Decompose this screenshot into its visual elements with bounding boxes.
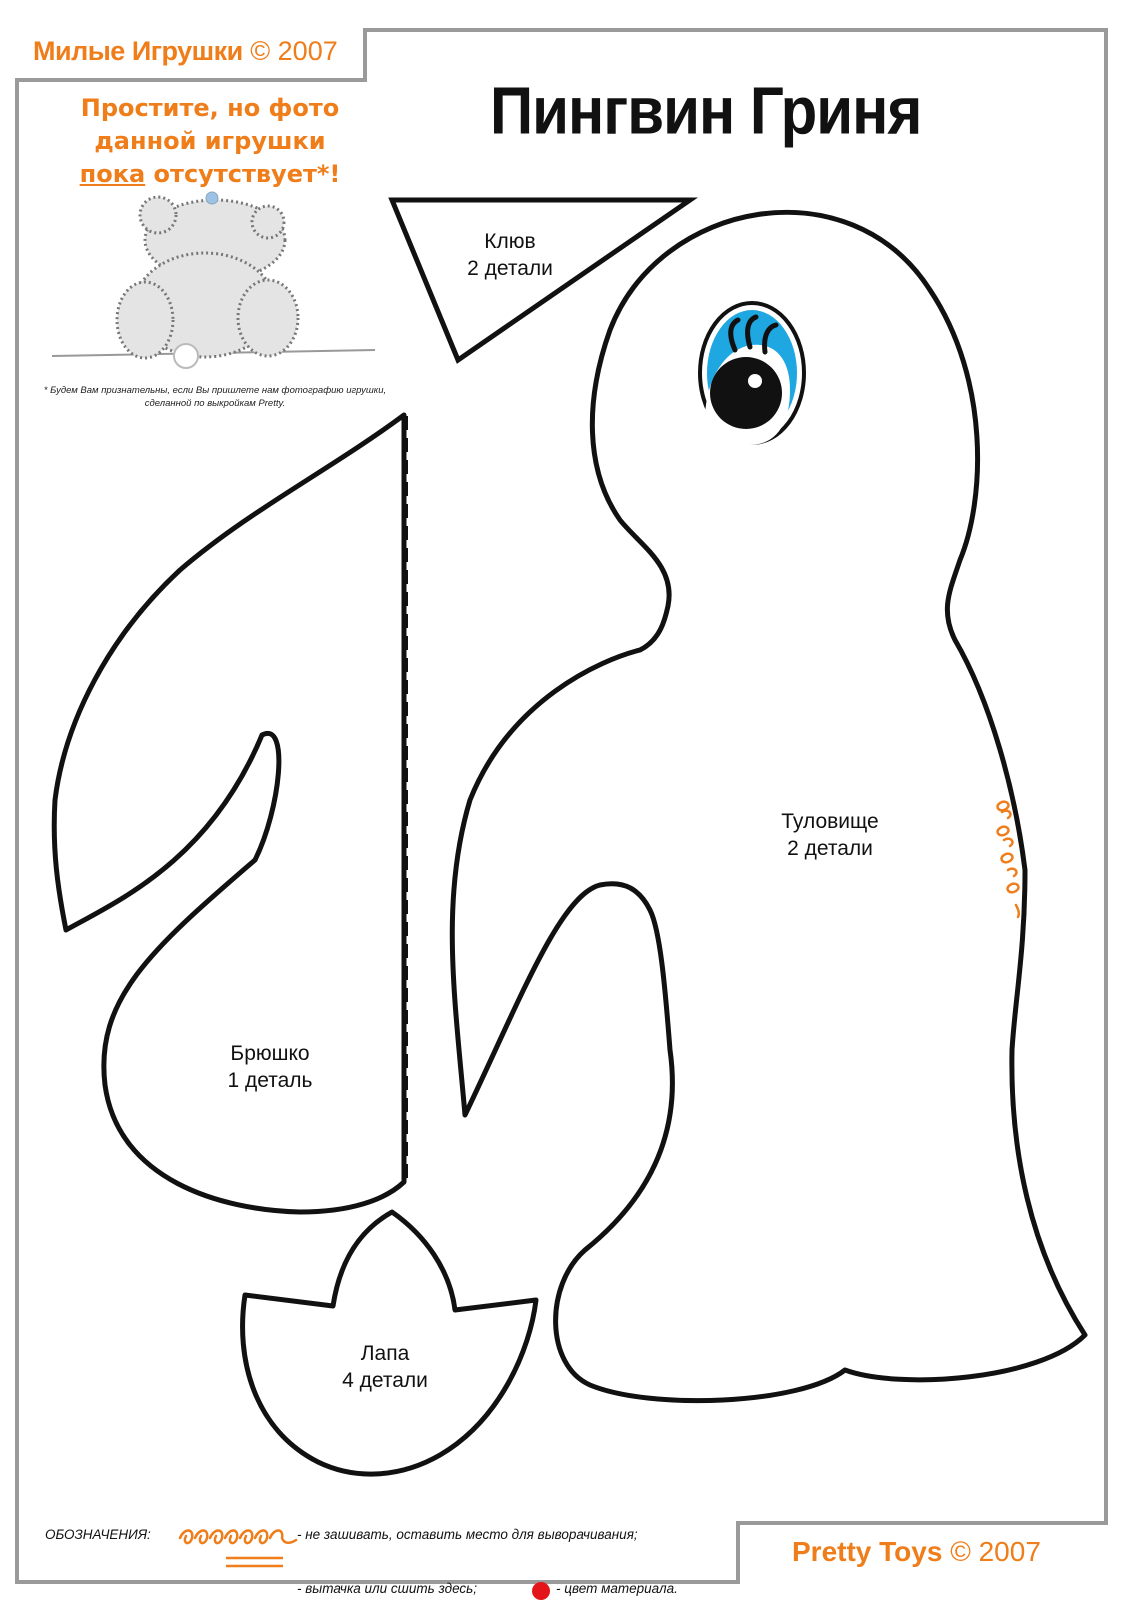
beak-label: Клюв 2 детали xyxy=(440,228,580,282)
brand-name: Милые Игрушки xyxy=(33,36,243,66)
page-frame xyxy=(15,28,1108,1584)
legend-dart: - вытачка или сшить здесь; xyxy=(297,1581,478,1596)
foot-piece-outline xyxy=(240,1209,539,1477)
legend-open-seam: - не зашивать, оставить место для вывора… xyxy=(297,1527,638,1542)
footer-box xyxy=(736,1521,1108,1584)
apology-message: Простите, но фото данной игрушки пока от… xyxy=(60,92,360,191)
beak-name: Клюв xyxy=(484,230,536,253)
open-seam-icon xyxy=(178,1529,298,1545)
apology-underlined-word: пока xyxy=(79,160,146,188)
body-piece-outline xyxy=(449,209,1088,1404)
foot-name: Лапа xyxy=(360,1342,410,1365)
body-label: Туловище 2 детали xyxy=(760,808,900,862)
teddy-bear-illustration xyxy=(51,191,376,369)
beak-piece-outline xyxy=(388,197,699,364)
belly-name: Брюшко xyxy=(230,1042,310,1065)
legend-material-color: - цвет материала. xyxy=(556,1581,678,1596)
body-name: Туловище xyxy=(781,810,879,833)
apology-line-1: Простите, но фото xyxy=(80,94,340,122)
footer-brand-name: Pretty Toys xyxy=(792,1536,943,1567)
footnote-line-2: сделанной по выкройкам Pretty. xyxy=(144,398,286,409)
foot-label: Лапа 4 детали xyxy=(315,1340,455,1394)
apology-line-2: данной игрушки xyxy=(94,127,326,155)
belly-piece-outline xyxy=(51,412,407,1215)
belly-label: Брюшко 1 деталь xyxy=(200,1040,340,1094)
eye-icon xyxy=(698,301,806,445)
legend-title: ОБОЗНАЧЕНИЯ: xyxy=(45,1527,151,1542)
material-color-dot-icon xyxy=(532,1582,550,1600)
beak-count: 2 детали xyxy=(467,257,553,280)
foot-count: 4 детали xyxy=(342,1369,428,1392)
footer-brand: Pretty Toys © 2007 xyxy=(792,1536,1041,1568)
dart-line-icon xyxy=(226,1556,283,1568)
body-count: 2 детали xyxy=(787,837,873,860)
footer-brand-year: © 2007 xyxy=(950,1536,1041,1567)
footnote: * Будем Вам признательны, если Вы пришле… xyxy=(30,384,400,410)
apology-line-3: пока отсутствует*! xyxy=(60,158,360,191)
brand-year: © 2007 xyxy=(250,36,338,66)
apology-line-3-rest: отсутствует*! xyxy=(145,160,341,188)
open-seam-marker xyxy=(996,800,1021,919)
footnote-line-1: * Будем Вам признательны, если Вы пришле… xyxy=(43,385,387,396)
brand-box xyxy=(15,28,367,82)
belly-count: 1 деталь xyxy=(227,1069,313,1092)
brand-header: Милые Игрушки © 2007 xyxy=(33,36,338,67)
page-title: Пингвин Гриня xyxy=(490,73,922,149)
